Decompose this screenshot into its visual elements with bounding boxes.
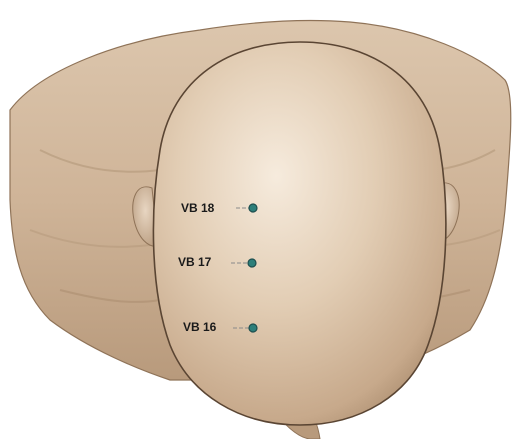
point-label: VB 17 bbox=[178, 255, 212, 269]
point-marker bbox=[249, 204, 257, 212]
point-label: VB 18 bbox=[181, 201, 215, 215]
point-marker bbox=[248, 259, 256, 267]
head bbox=[153, 42, 445, 425]
point-marker bbox=[249, 324, 257, 332]
point-label: VB 16 bbox=[183, 320, 217, 334]
